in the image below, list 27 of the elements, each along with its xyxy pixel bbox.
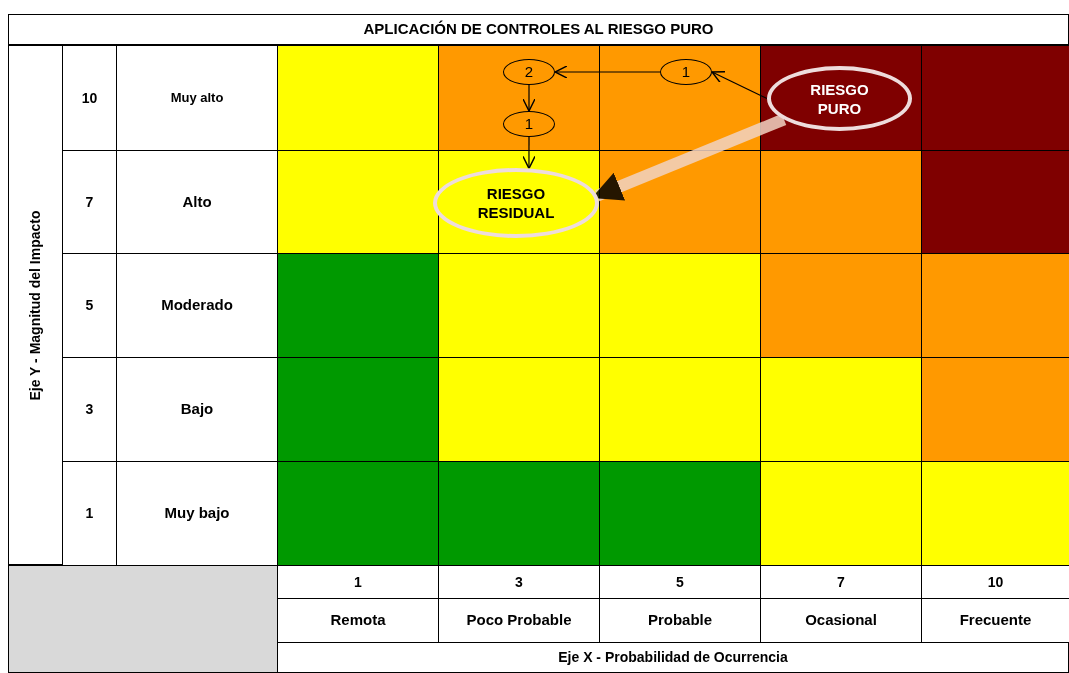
probability-level: Frecuente [959, 610, 1032, 631]
probability-value: 3 [515, 572, 523, 592]
impact-value: 3 [85, 400, 94, 419]
probability-value: 10 [987, 572, 1004, 592]
impact-value: 1 [85, 504, 94, 523]
probability-value: 1 [354, 572, 362, 592]
probability-value: 5 [676, 572, 684, 592]
arrow [522, 84, 536, 112]
arrow [522, 136, 536, 170]
arrow [711, 71, 768, 100]
table-title: APLICACIÓN DE CONTROLES AL RIESGO PURO [363, 19, 714, 40]
axis-label: Eje X - Probabilidad de Ocurrencia [558, 648, 788, 667]
arrow [554, 65, 661, 79]
axis-label: Eje Y - Magnitud del Impacto [26, 209, 44, 401]
probability-value: 7 [837, 572, 845, 592]
probability-level: Poco Probable [466, 610, 572, 631]
probability-level: Remota [330, 610, 386, 631]
impact-level: Muy alto [170, 89, 224, 108]
impact-level: Bajo [180, 399, 214, 420]
impact-level: Moderado [161, 295, 233, 316]
probability-level: Ocasional [805, 610, 877, 631]
impact-value: 5 [85, 296, 94, 315]
probability-level: Probable [647, 610, 713, 631]
impact-value: 7 [85, 192, 94, 212]
impact-value: 10 [81, 88, 98, 108]
impact-level: Alto [182, 191, 212, 212]
impact-level: Muy bajo [164, 503, 230, 524]
